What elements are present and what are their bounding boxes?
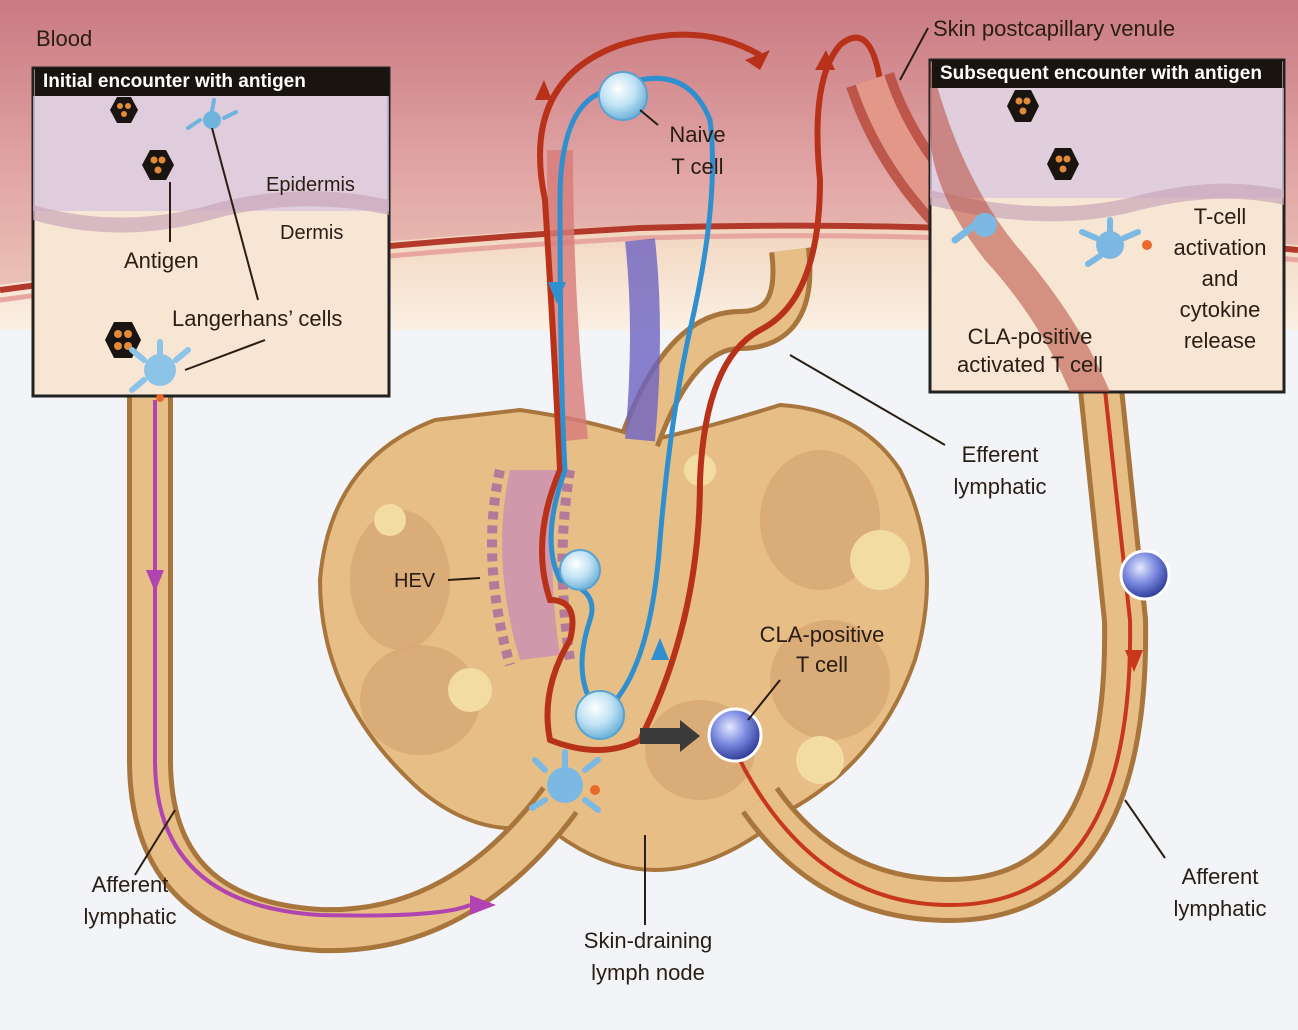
cla-t-cell-lymphatic bbox=[1121, 551, 1169, 599]
cla-activated-label-line1: CLA-positive bbox=[940, 322, 1120, 351]
t-cell-at-hev bbox=[560, 550, 600, 590]
afferent-right-label-line2: lymphatic bbox=[1155, 894, 1285, 923]
naive-t-cell-label-line2: T cell bbox=[650, 152, 745, 181]
lymph-node-label-line1: Skin-draining bbox=[560, 926, 736, 955]
activation-label-line5: release bbox=[1160, 326, 1280, 355]
naive-t-cell-top bbox=[599, 72, 647, 120]
vein-from-node bbox=[640, 240, 645, 440]
afferent-right-label-line1: Afferent bbox=[1155, 862, 1285, 891]
hev-label: HEV bbox=[394, 568, 435, 594]
activation-label-line3: and bbox=[1160, 264, 1280, 293]
epidermis-label: Epidermis bbox=[266, 172, 355, 198]
subsequent-encounter-title: Subsequent encounter with antigen bbox=[932, 60, 1282, 88]
langerhans-label: Langerhans’ cells bbox=[172, 304, 342, 333]
activation-label-line4: cytokine bbox=[1160, 295, 1280, 324]
lymph-node-label-line2: lymph node bbox=[560, 958, 736, 987]
cla-t-cell-node bbox=[709, 709, 761, 761]
cla-t-cell-label-line1: CLA-positive bbox=[742, 620, 902, 649]
activation-label-line1: T-cell bbox=[1160, 202, 1280, 231]
naive-t-cell-node bbox=[576, 691, 624, 739]
cla-activated-label-line2: activated T cell bbox=[935, 350, 1125, 379]
initial-encounter-title: Initial encounter with antigen bbox=[35, 68, 389, 96]
efferent-label-line1: Efferent bbox=[940, 440, 1060, 469]
antigen-label: Antigen bbox=[124, 246, 199, 275]
afferent-left-label-line2: lymphatic bbox=[65, 902, 195, 931]
blood-label: Blood bbox=[36, 24, 92, 53]
activation-label-line2: activation bbox=[1160, 233, 1280, 262]
afferent-left-label-line1: Afferent bbox=[65, 870, 195, 899]
cla-t-cell-label-line2: T cell bbox=[742, 650, 902, 679]
venule-label: Skin postcapillary venule bbox=[933, 14, 1175, 43]
naive-t-cell-label-line1: Naive bbox=[650, 120, 745, 149]
dermis-label: Dermis bbox=[280, 220, 343, 246]
efferent-label-line2: lymphatic bbox=[940, 472, 1060, 501]
